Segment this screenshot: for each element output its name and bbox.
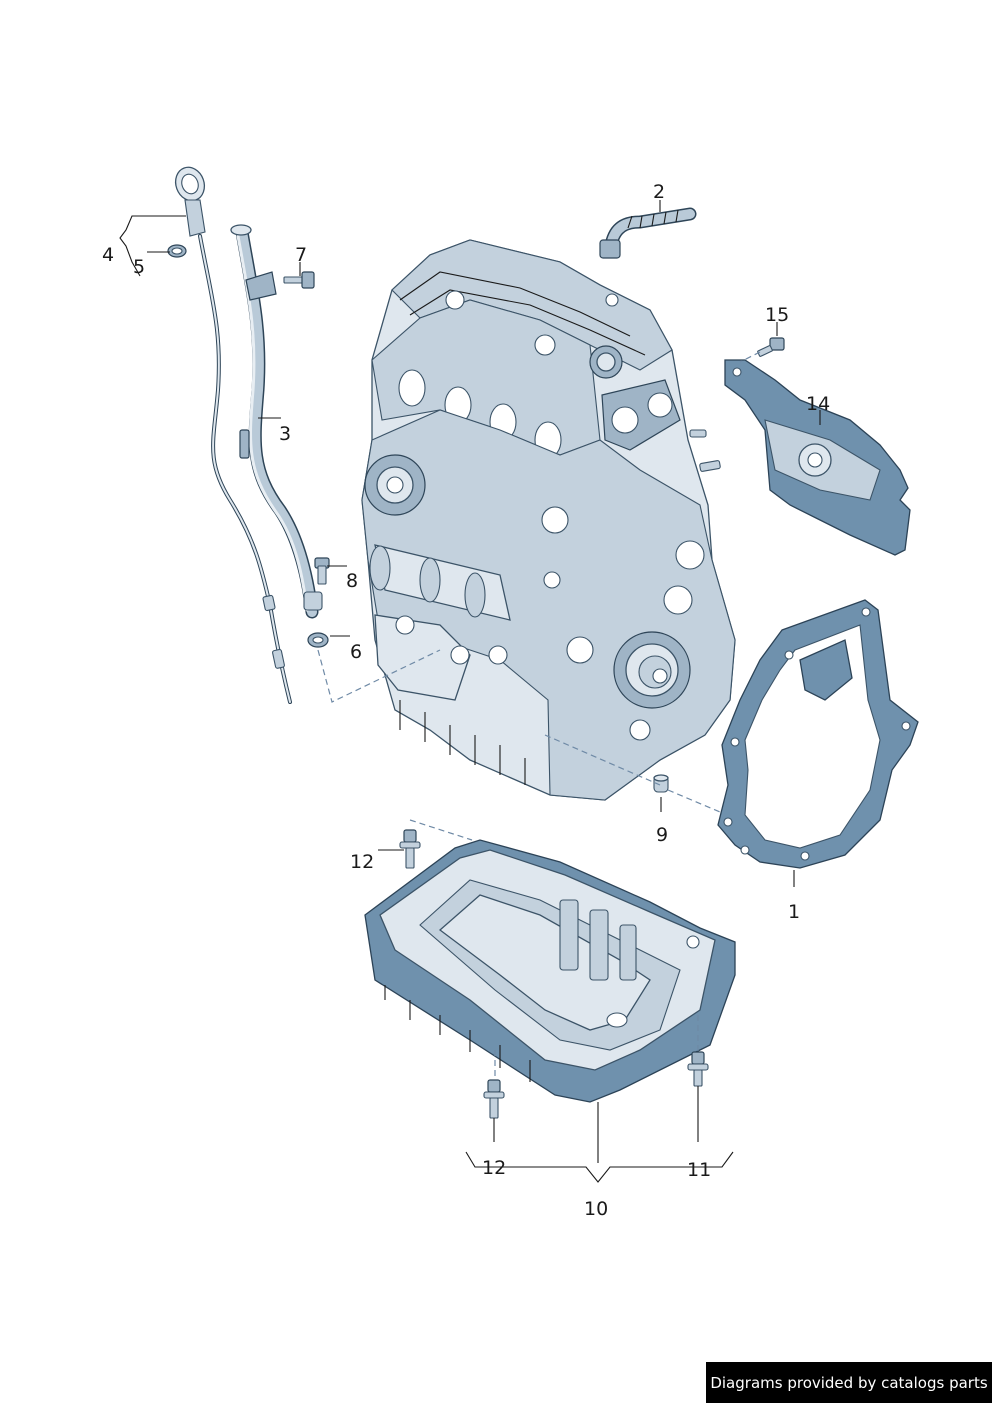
bolt-illustration-12a [399,829,421,869]
bolt-illustration-15 [757,337,785,357]
callout-2: 2 [653,181,665,203]
credit-banner: Diagrams provided by catalogs parts [706,1362,992,1403]
seal-inner [312,636,324,644]
callout-8: 8 [346,570,358,592]
o-ring-inner [171,247,183,255]
leader-lines [119,200,821,1183]
callout-3: 3 [279,423,291,445]
callout-12-lower: 12 [482,1157,506,1179]
callout-5: 5 [133,256,145,278]
oil-dipstick-illustration [174,166,292,704]
callout-15: 15 [765,304,789,326]
callout-labels: 4 5 2 7 15 14 3 8 6 9 12 1 12 11 10 [102,181,830,1220]
bolt-illustration-12b [483,1079,505,1119]
bolt-illustration-11 [687,1051,709,1087]
callout-12-upper: 12 [350,851,374,873]
bolt-illustration [283,271,315,289]
heat-shield-illustration [724,359,911,556]
callout-4: 4 [102,244,114,266]
callout-6: 6 [350,641,362,663]
callout-14: 14 [806,393,830,415]
callout-7: 7 [295,244,307,266]
bolt-illustration-8 [314,557,330,585]
breather-hose-illustration [599,207,697,259]
assembly-lines [317,351,761,1080]
callout-9: 9 [656,824,668,846]
dipstick-guide-tube-illustration [230,224,323,619]
engine-block-illustration [361,239,736,801]
dowel-sleeve-illustration [653,774,669,793]
oil-pan-illustration [364,839,736,1103]
callout-1: 1 [788,901,800,923]
gasket-illustration [717,599,919,869]
callout-11: 11 [687,1159,711,1181]
callout-10: 10 [584,1198,608,1220]
